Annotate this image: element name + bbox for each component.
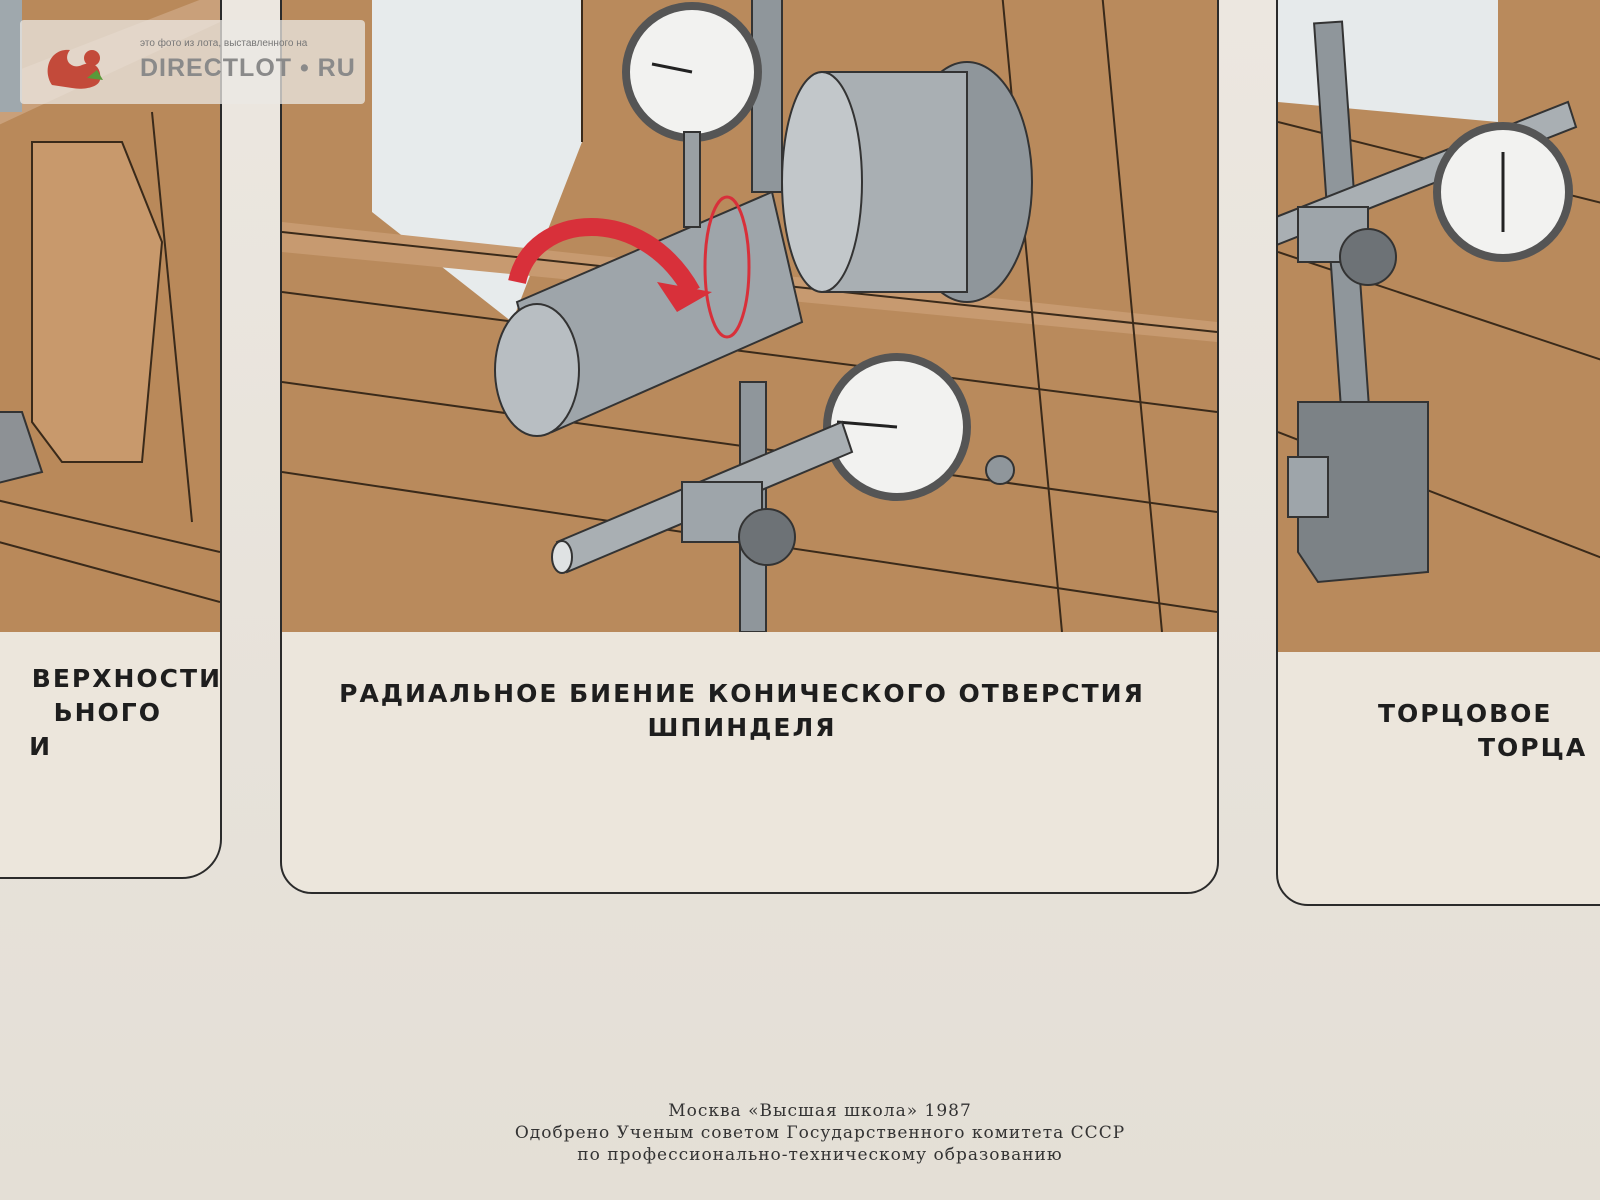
right-caption: ТОРЦОВОЕ ТОРЦА (1378, 697, 1600, 765)
footer-line-3: по профессионально-техническому образова… (577, 1145, 1063, 1165)
watermark-brand: DIRECTLOT • RU (140, 54, 356, 82)
watermark-caption: это фото из лота, выставленного на (140, 38, 308, 49)
center-panel: РАДИАЛЬНОЕ БИЕНИЕ КОНИЧЕСКОГО ОТВЕРСТИЯ … (280, 0, 1219, 894)
footer-line-2: Одобрено Ученым советом Государственного… (514, 1123, 1126, 1143)
right-caption-line-2: ТОРЦА (1478, 733, 1588, 762)
left-caption: ВЕРХНОСТИ ЬНОГО И (2, 662, 222, 764)
watermark: это фото из лота, выставленного на DIREC… (20, 20, 365, 104)
right-panel-illustration (1278, 0, 1600, 652)
left-caption-line-2: ЬНОГО (53, 698, 162, 727)
center-caption-line-2: ШПИНДЕЛЯ (647, 713, 837, 742)
center-caption: РАДИАЛЬНОЕ БИЕНИЕ КОНИЧЕСКОГО ОТВЕРСТИЯ … (302, 677, 1182, 745)
center-caption-line-1: РАДИАЛЬНОЕ БИЕНИЕ КОНИЧЕСКОГО ОТВЕРСТИЯ (339, 679, 1145, 708)
footer-line-1: Москва «Высшая школа» 1987 (668, 1101, 972, 1121)
left-panel: ВЕРХНОСТИ ЬНОГО И (0, 0, 222, 879)
publisher-footer: Москва «Высшая школа» 1987 Одобрено Учен… (420, 1100, 1220, 1166)
left-caption-line-3: И (29, 732, 52, 761)
right-caption-line-1: ТОРЦОВОЕ (1378, 699, 1553, 728)
right-panel: ТОРЦОВОЕ ТОРЦА (1276, 0, 1600, 906)
center-panel-illustration (282, 0, 1217, 632)
left-caption-line-1: ВЕРХНОСТИ (31, 664, 222, 693)
squirrel-logo-icon (47, 49, 103, 89)
